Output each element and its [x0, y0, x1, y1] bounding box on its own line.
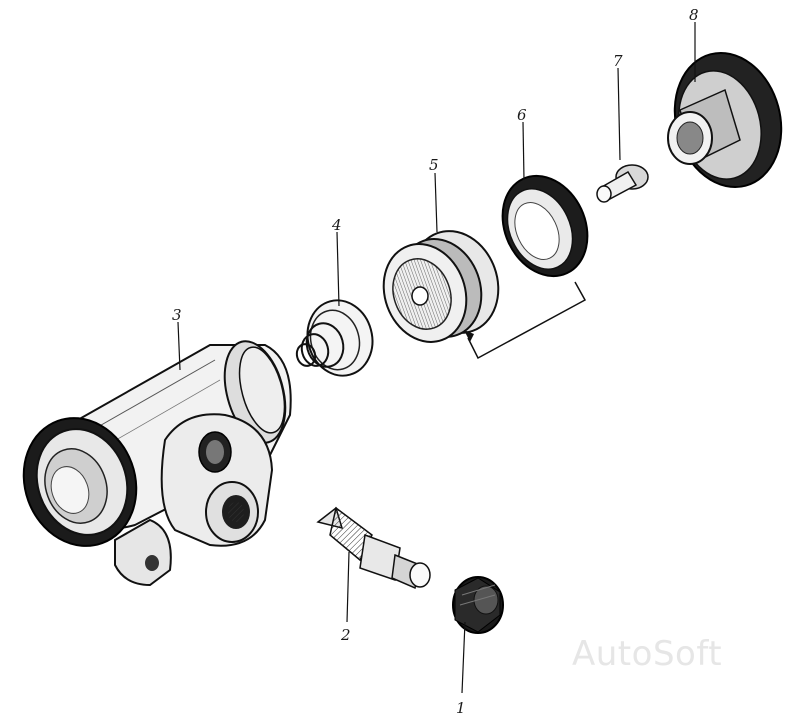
- watermark: AutoSoft: [572, 634, 723, 674]
- leader-4: [336, 231, 340, 307]
- wheel-cylinder-body: [22, 340, 292, 587]
- leader-lines: [177, 22, 696, 694]
- callout-1: 1: [456, 699, 466, 717]
- leader-7: [617, 67, 621, 161]
- leader-5: [434, 172, 438, 233]
- spring: [295, 299, 374, 377]
- dust-boot: [667, 51, 783, 189]
- leader-6: [522, 121, 525, 181]
- leader-1: [461, 621, 466, 694]
- pin: [596, 164, 649, 203]
- assembly-bracket: [464, 281, 587, 360]
- callout-3: 3: [172, 306, 182, 324]
- callout-4: 4: [331, 216, 342, 234]
- bleeder-screw: [316, 506, 431, 590]
- callout-6: 6: [517, 106, 527, 124]
- seal-cup: [501, 174, 589, 278]
- leader-3: [177, 321, 181, 371]
- leader-2: [346, 551, 350, 623]
- callout-8: 8: [689, 6, 699, 24]
- callout-7: 7: [613, 52, 623, 70]
- callout-2: 2: [340, 626, 351, 644]
- callout-5: 5: [429, 156, 439, 174]
- dust-cap: [452, 576, 504, 634]
- piston: [382, 230, 500, 343]
